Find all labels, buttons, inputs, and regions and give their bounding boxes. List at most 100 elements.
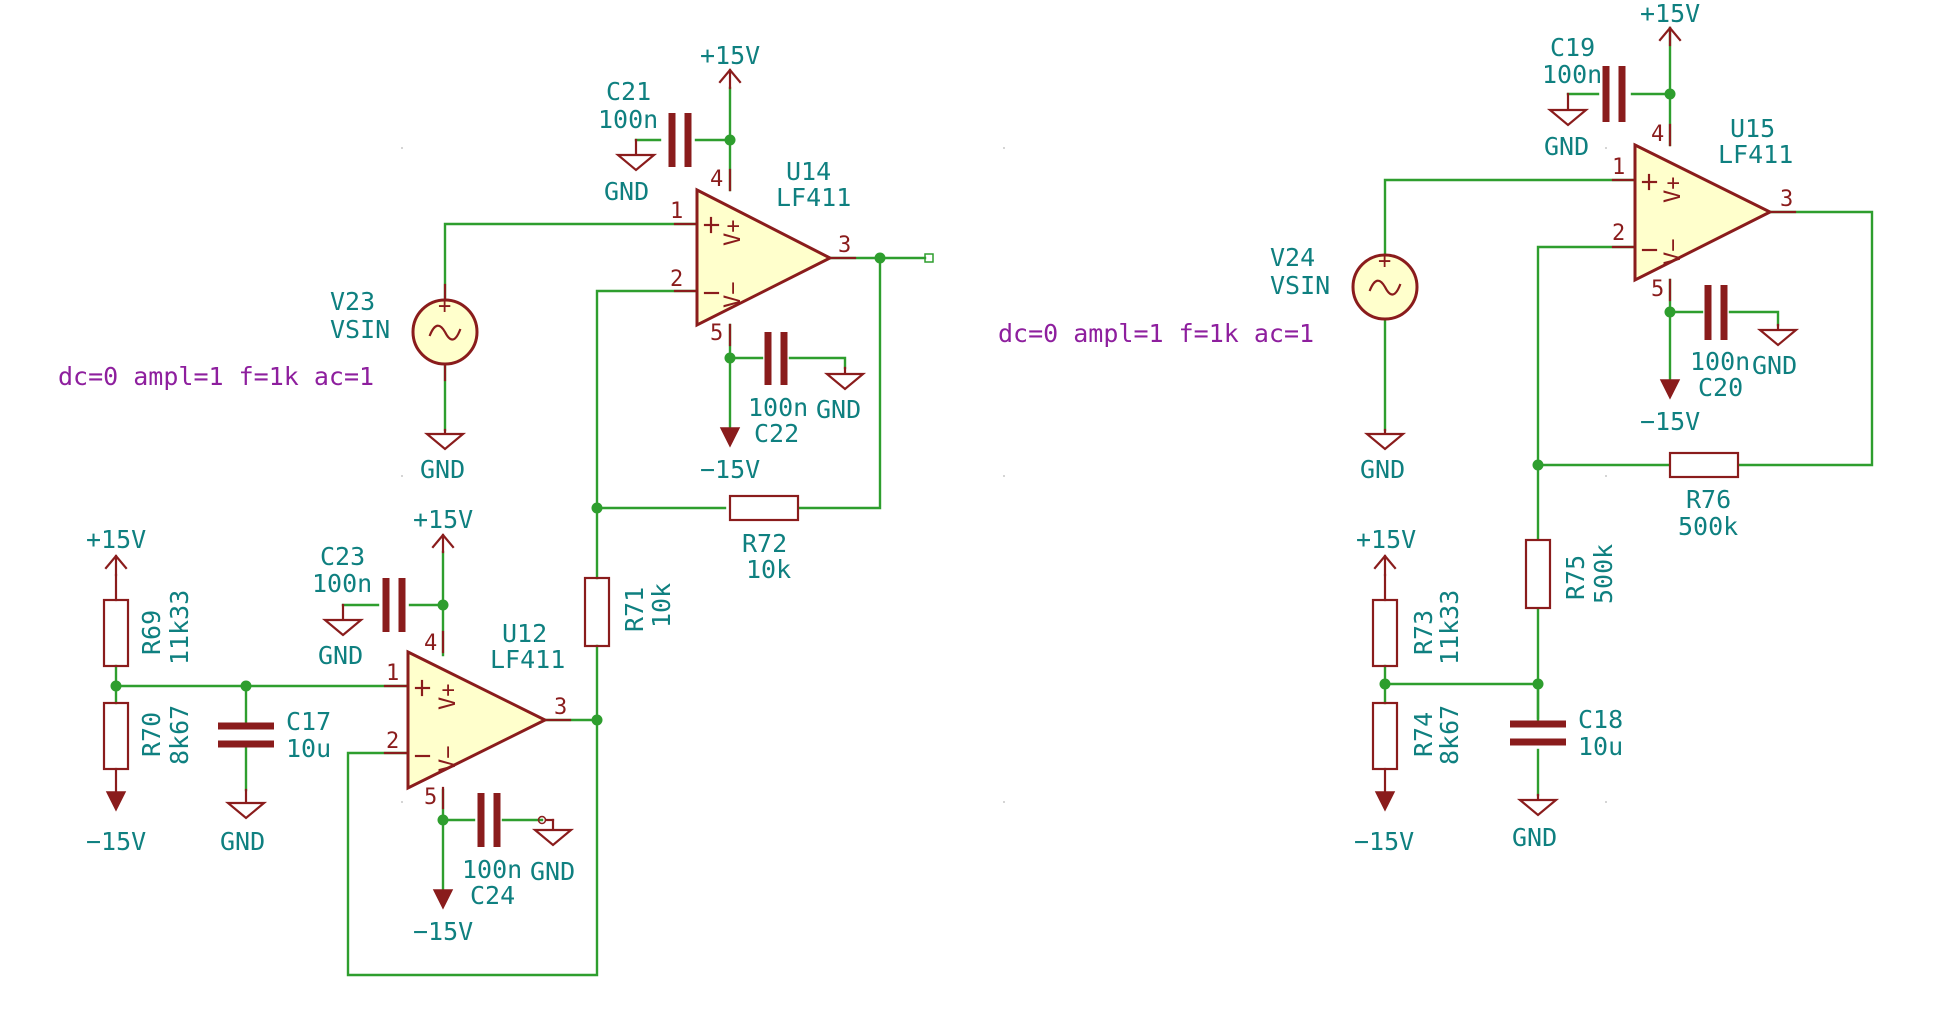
u14-ref: U14 — [786, 157, 831, 186]
r76-ref: R76 — [1686, 485, 1731, 514]
v24-sim-params: dc=0 ampl=1 f=1k ac=1 — [998, 319, 1314, 348]
c22-value: 100n — [748, 393, 808, 422]
u14-pin-2: 2 — [670, 267, 683, 292]
left-junctions — [110, 134, 886, 826]
c21-ref: C21 — [606, 77, 651, 106]
u14-plus15-label: +15V — [700, 41, 760, 70]
capacitor-c22[interactable]: 100n C22 — [748, 332, 808, 448]
r75-ref: R75 — [1561, 555, 1590, 600]
source-v23[interactable]: + V23 VSIN — [330, 283, 479, 382]
r71-ref: R71 — [620, 587, 649, 632]
r73-plus15-label: +15V — [1356, 525, 1416, 554]
u15-pin-5: 5 — [1651, 277, 1664, 302]
background-grid — [401, 147, 1607, 803]
capacitor-c24[interactable]: 100n C24 — [462, 793, 522, 910]
u12-pin-1: 1 — [386, 661, 399, 686]
capacitor-c21[interactable]: C21 100n — [598, 77, 692, 167]
u12-minus15-label: −15V — [413, 917, 473, 946]
capacitor-c18[interactable]: C18 10u — [1510, 705, 1623, 761]
right-power-symbols: +15V −15V GND GND GND +15V −15V GND — [1354, 0, 1800, 856]
r75-value: 500k — [1589, 544, 1618, 604]
resistor-r75[interactable]: R75 500k — [1524, 538, 1618, 610]
u14-minus15-label: −15V — [700, 455, 760, 484]
c17-gnd-label: GND — [220, 827, 265, 856]
r69-value: 11k33 — [165, 590, 194, 665]
u14-pin-3: 3 — [838, 233, 851, 258]
resistor-r71[interactable]: R71 10k — [583, 576, 676, 648]
resistor-r76[interactable]: R76 500k — [1668, 451, 1740, 541]
r70-ref: R70 — [137, 712, 166, 757]
r72-value: 10k — [746, 555, 791, 584]
r73-value: 11k33 — [1435, 590, 1464, 665]
c19-value: 100n — [1542, 60, 1602, 89]
v23-sim-params: dc=0 ampl=1 f=1k ac=1 — [58, 362, 374, 391]
r74-value: 8k67 — [1435, 705, 1464, 765]
capacitor-c19[interactable]: C19 100n — [1542, 33, 1626, 122]
c24-gnd-label: GND — [530, 857, 575, 886]
u12-pin-2: 2 — [386, 729, 399, 754]
capacitor-c20[interactable]: 100n C20 — [1690, 285, 1750, 402]
c20-gnd-label: GND — [1752, 351, 1797, 380]
u15-pin-1: 1 — [1612, 155, 1625, 180]
r74-ref: R74 — [1409, 712, 1438, 757]
r70-minus15-label: −15V — [86, 827, 146, 856]
r70-value: 8k67 — [165, 705, 194, 765]
u15-pin-2: 2 — [1612, 221, 1625, 246]
capacitor-c23[interactable]: C23 100n — [312, 542, 406, 632]
c24-value: 100n — [462, 855, 522, 884]
r71-value: 10k — [647, 583, 676, 628]
c21-gnd-label: GND — [604, 177, 649, 206]
v24-ref: V24 — [1270, 243, 1315, 272]
right-wires — [1383, 26, 1874, 797]
v24-gnd-label: GND — [1360, 455, 1405, 484]
resistor-r70[interactable]: R70 8k67 — [102, 701, 194, 794]
u14-vplus-label: V+ — [721, 220, 746, 247]
source-v24[interactable]: + V24 VSIN — [1270, 243, 1419, 321]
c18-gnd-label: GND — [1512, 823, 1557, 852]
u15-pin-3: 3 — [1780, 187, 1793, 212]
resistor-r72[interactable]: R72 10k — [728, 494, 800, 584]
u12-pin-3: 3 — [554, 695, 567, 720]
left-power-symbols: +15V −15V GND GND GND +15V −15V GND GND … — [86, 41, 867, 946]
c17-ref: C17 — [286, 707, 331, 736]
opamp-u12[interactable]: 1 2 3 4 5 V+ V− U12 LF411 — [383, 619, 572, 810]
r76-value: 500k — [1678, 512, 1738, 541]
u14-vminus-label: V− — [721, 282, 746, 309]
resistor-r73[interactable]: R73 11k33 — [1371, 573, 1464, 668]
u14-output-terminal[interactable] — [924, 253, 934, 263]
c18-value: 10u — [1578, 732, 1623, 761]
u15-vplus-label: V+ — [1661, 177, 1686, 204]
right-junctions — [1379, 88, 1676, 690]
capacitor-c17[interactable]: C17 10u — [218, 707, 331, 763]
u12-ref: U12 — [502, 619, 547, 648]
u12-vminus-label: V− — [436, 746, 461, 773]
r72-ref: R72 — [742, 529, 787, 558]
c23-value: 100n — [312, 569, 372, 598]
v23-plus-sign: + — [438, 294, 451, 319]
resistor-r74[interactable]: R74 8k67 — [1371, 701, 1464, 794]
c20-value: 100n — [1690, 347, 1750, 376]
u12-vplus-label: V+ — [436, 684, 461, 711]
resistor-r69[interactable]: R69 11k33 — [102, 573, 194, 668]
c23-gnd-label: GND — [318, 641, 363, 670]
opamp-u15[interactable]: 1 2 3 4 5 V+ V− U15 LF411 — [1611, 114, 1797, 302]
v23-value: VSIN — [330, 315, 390, 344]
c23-ref: C23 — [320, 542, 365, 571]
v23-gnd-label: GND — [420, 455, 465, 484]
r69-plus15-label: +15V — [86, 525, 146, 554]
u14-pin-1: 1 — [670, 199, 683, 224]
u15-value: LF411 — [1718, 140, 1793, 169]
u12-value: LF411 — [490, 645, 565, 674]
r69-ref: R69 — [137, 610, 166, 655]
opamp-u14[interactable]: 1 2 3 4 5 V+ V− U14 LF411 — [670, 157, 857, 347]
u15-pin-4: 4 — [1651, 122, 1664, 147]
c17-value: 10u — [286, 734, 331, 763]
r73-ref: R73 — [1409, 610, 1438, 655]
u14-pin-4: 4 — [710, 167, 723, 192]
u14-pin-5: 5 — [710, 321, 723, 346]
u12-pin-4: 4 — [424, 631, 437, 656]
c19-gnd-label: GND — [1544, 132, 1589, 161]
u15-vminus-label: V− — [1661, 239, 1686, 266]
u14-value: LF411 — [776, 183, 851, 212]
